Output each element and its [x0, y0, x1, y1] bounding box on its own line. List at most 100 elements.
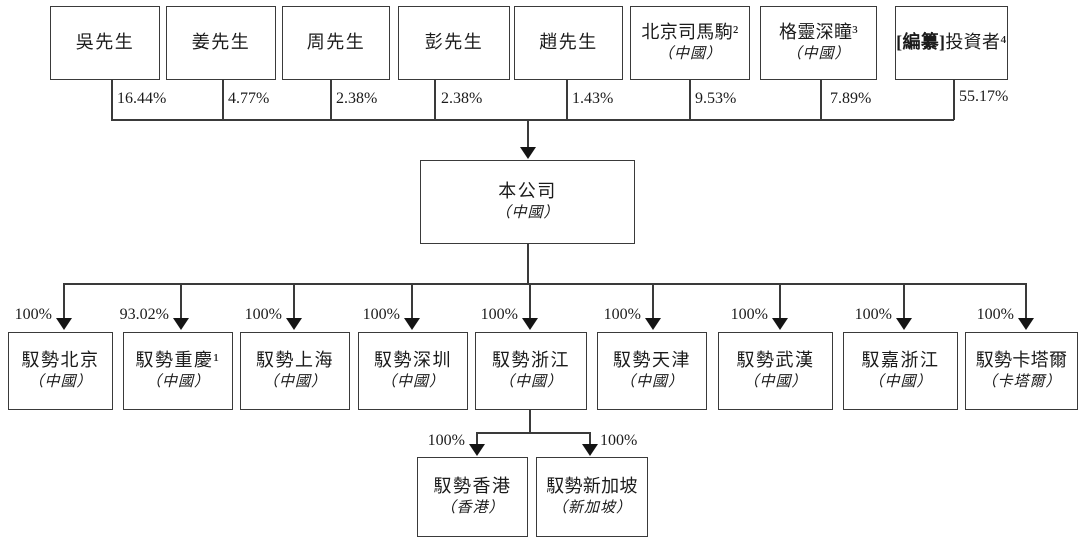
connector-line	[293, 283, 295, 319]
ownership-percentage: 2.38%	[336, 90, 378, 107]
subsidiary-region: （新加坡）	[551, 500, 632, 517]
ownership-percentage: 7.89%	[830, 90, 872, 107]
subsidiary-name: 馭勢卡塔爾	[975, 350, 1068, 371]
connector-line	[63, 283, 65, 319]
arrow-down-icon	[520, 147, 536, 159]
company-region: （中國）	[495, 205, 560, 222]
ownership-percentage: 100%	[427, 432, 465, 449]
connector-line	[1025, 283, 1027, 319]
subsidiary-name: 馭勢武漢	[736, 350, 815, 371]
arrow-down-icon	[582, 444, 598, 456]
shareholder-name: 周先生	[306, 32, 366, 53]
subsidiary-name: 馭勢香港	[433, 476, 512, 497]
subsidiary-name: 馭嘉浙江	[861, 350, 940, 371]
subsidiary-region: （香港）	[440, 500, 505, 517]
connector-line	[529, 283, 531, 319]
shareholder-region: （中國）	[786, 46, 851, 63]
ownership-percentage: 1.43%	[572, 90, 614, 107]
connector-line	[652, 283, 654, 319]
connector-line	[180, 283, 182, 319]
subsidiary-region: （中國）	[145, 374, 210, 391]
arrow-down-icon	[896, 318, 912, 330]
subsidiary-name: 馭勢重慶¹	[135, 350, 221, 371]
connector-bus-zhejiang-children	[476, 432, 590, 434]
ownership-percentage: 9.53%	[695, 90, 737, 107]
connector-line	[529, 410, 531, 433]
connector-line	[903, 283, 905, 319]
subsidiary-box-uisee-beijing: 馭勢北京 （中國）	[8, 332, 113, 410]
subsidiary-region: （中國）	[262, 374, 327, 391]
subsidiary-box-uisee-hongkong: 馭勢香港 （香港）	[417, 457, 528, 537]
ownership-percentage: 100%	[854, 306, 892, 323]
ownership-percentage: 93.02%	[119, 306, 169, 323]
ownership-percentage: 2.38%	[441, 90, 483, 107]
subsidiary-box-uisee-wuhan: 馭勢武漢 （中國）	[718, 332, 833, 410]
subsidiary-name: 馭勢上海	[256, 350, 334, 371]
subsidiary-name: 馭勢浙江	[492, 350, 570, 371]
shareholder-name: 格靈深瞳³	[779, 22, 858, 43]
connector-bus-shareholders	[111, 119, 954, 121]
connector-line	[527, 119, 529, 148]
redacted-tag: [編纂]	[896, 32, 946, 53]
company-box: 本公司 （中國）	[420, 160, 635, 244]
shareholder-box-beijing-simaju: 北京司馬駒² （中國）	[630, 6, 750, 80]
subsidiary-name: 馭勢深圳	[374, 350, 452, 371]
connector-line	[779, 283, 781, 319]
subsidiary-region: （中國）	[743, 374, 808, 391]
subsidiary-name: 馭勢天津	[613, 350, 691, 371]
connector-line	[589, 432, 591, 445]
ownership-percentage: 100%	[600, 432, 638, 449]
subsidiary-box-uisee-chongqing: 馭勢重慶¹ （中國）	[123, 332, 233, 410]
subsidiary-box-uisee-shanghai: 馭勢上海 （中國）	[240, 332, 350, 410]
shareholder-name: [編纂]投資者⁴	[896, 31, 1007, 54]
arrow-down-icon	[404, 318, 420, 330]
arrow-down-icon	[522, 318, 538, 330]
ownership-percentage: 16.44%	[117, 90, 167, 107]
ownership-percentage: 55.17%	[959, 88, 1009, 105]
subsidiary-region: （中國）	[868, 374, 933, 391]
shareholder-box-redacted-investors: [編纂]投資者⁴	[895, 6, 1008, 80]
arrow-down-icon	[645, 318, 661, 330]
subsidiary-region: （中國）	[619, 374, 684, 391]
arrow-down-icon	[1018, 318, 1034, 330]
shareholder-box-peng: 彭先生	[398, 6, 510, 80]
connector-line	[689, 80, 691, 120]
ownership-percentage: 100%	[14, 306, 52, 323]
connector-line	[330, 80, 332, 120]
shareholder-name: 趙先生	[539, 32, 598, 53]
shareholder-box-geling-shentong: 格靈深瞳³ （中國）	[760, 6, 877, 80]
arrow-down-icon	[469, 444, 485, 456]
ownership-percentage: 100%	[244, 306, 282, 323]
subsidiary-box-uisee-qatar: 馭勢卡塔爾 （卡塔爾）	[965, 332, 1078, 410]
shareholder-name: 姜先生	[191, 32, 251, 53]
shareholder-name: 吳先生	[75, 32, 135, 53]
connector-line	[434, 80, 436, 120]
company-name: 本公司	[498, 181, 557, 202]
ownership-percentage: 100%	[603, 306, 641, 323]
subsidiary-name: 馭勢新加坡	[546, 476, 638, 497]
connector-line	[527, 244, 529, 284]
connector-line	[566, 80, 568, 120]
subsidiary-name: 馭勢北京	[21, 350, 100, 371]
ownership-percentage: 100%	[730, 306, 768, 323]
shareholder-box-zhao: 趙先生	[514, 6, 623, 80]
subsidiary-region: （中國）	[498, 374, 563, 391]
subsidiary-box-uisee-shenzhen: 馭勢深圳 （中國）	[358, 332, 468, 410]
connector-line	[953, 80, 955, 120]
subsidiary-box-uisee-zhejiang: 馭勢浙江 （中國）	[475, 332, 587, 410]
ownership-percentage: 100%	[480, 306, 518, 323]
shareholder-name: 彭先生	[424, 32, 484, 53]
investor-label: 投資者⁴	[945, 32, 1007, 53]
subsidiary-region: （中國）	[28, 374, 93, 391]
ownership-percentage: 100%	[976, 306, 1014, 323]
arrow-down-icon	[286, 318, 302, 330]
arrow-down-icon	[173, 318, 189, 330]
connector-line	[411, 283, 413, 319]
connector-bus-subsidiaries	[63, 283, 1026, 285]
ownership-percentage: 100%	[362, 306, 400, 323]
connector-line	[111, 80, 113, 120]
subsidiary-region: （中國）	[380, 374, 445, 391]
subsidiary-box-yujia-zhejiang: 馭嘉浙江 （中國）	[843, 332, 958, 410]
arrow-down-icon	[772, 318, 788, 330]
